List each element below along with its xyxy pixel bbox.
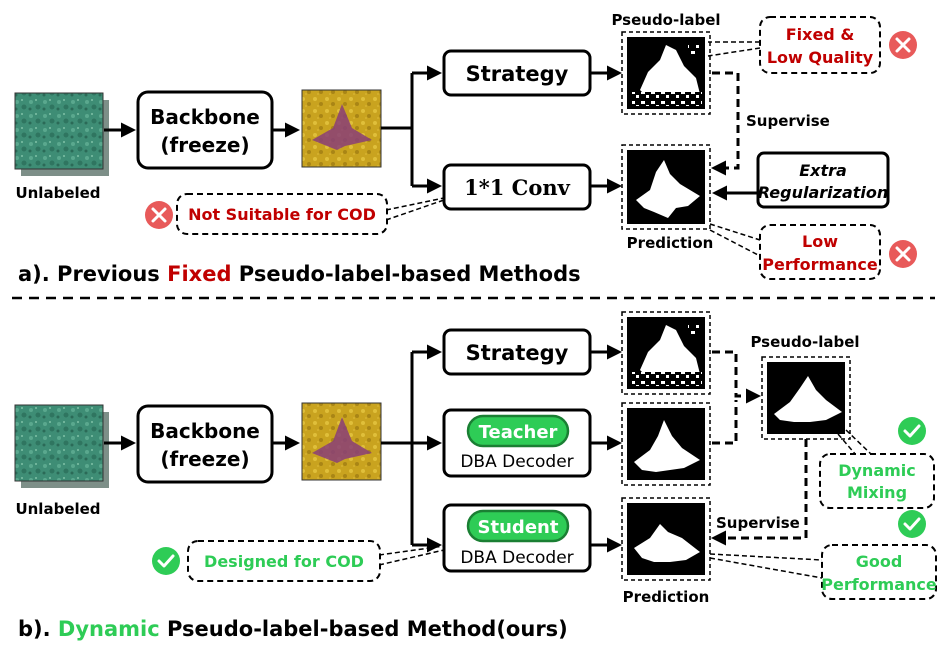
- note-fixed-line1-a: Fixed &: [786, 25, 855, 44]
- regularization-sublabel-a: Regularization: [758, 183, 889, 202]
- strategy-label-b: Strategy: [466, 341, 569, 365]
- teacher-decoder-label-b: DBA Decoder: [460, 452, 573, 472]
- input-image-a: [14, 92, 109, 176]
- section-a-title: a). Previous Fixed Pseudo-label-based Me…: [18, 262, 581, 286]
- input-label-b: Unlabeled: [15, 500, 100, 518]
- input-label-a: Unlabeled: [15, 184, 100, 202]
- student-tag-b: [466, 509, 570, 543]
- check-circle-icon: [152, 547, 180, 575]
- note-designed-cod-b: [187, 540, 381, 582]
- section-b-title: b). Dynamic Pseudo-label-based Method(ou…: [18, 617, 568, 641]
- callout-line-mixing-b: [845, 429, 873, 456]
- strategy-output-image-b: [621, 311, 711, 395]
- prediction-caption-a: Prediction: [627, 234, 714, 252]
- supervise-arrow-a: [711, 71, 740, 176]
- input-image-b: [14, 404, 109, 488]
- note-low-line2-a: Performance: [762, 255, 878, 274]
- check-circle-icon: [898, 510, 926, 538]
- teacher-tag-b: [466, 414, 570, 448]
- note-mixing-line1-b: Dynamic: [838, 461, 916, 480]
- check-circle-icon: [898, 417, 926, 445]
- pseudo-label-image-b: [761, 356, 851, 440]
- pseudo-label-image-a: [621, 31, 711, 115]
- supervise-arrow-b: [711, 439, 808, 546]
- note-low-performance-a: [759, 224, 881, 280]
- pseudo-label-caption-a: Pseudo-label: [611, 11, 720, 29]
- regularization-box-a: [756, 151, 890, 209]
- pseudo-label-caption-b: Pseudo-label: [750, 333, 859, 351]
- callout-line-cod-a: [385, 197, 445, 211]
- dashed-line-teacher-pseudo-b: [712, 400, 738, 445]
- note-dynamic-mixing-b: [819, 453, 935, 509]
- x-circle-icon: [889, 31, 917, 59]
- note-good-performance-b: [821, 544, 937, 600]
- conv-label-a: 1*1 Conv: [464, 175, 571, 200]
- backbone-label-a: Backbone: [150, 105, 260, 129]
- section-b: Unlabeled Backbone (freeze) Strategy Tea…: [14, 311, 937, 641]
- backbone-sublabel-b: (freeze): [160, 447, 249, 471]
- note-not-suitable-a: [176, 193, 388, 235]
- callout-line-good-b: [709, 553, 823, 561]
- feature-map-a: [301, 89, 382, 168]
- note-mixing-line2-b: Mixing: [847, 483, 907, 502]
- prediction-image-a: [621, 144, 711, 230]
- backbone-label-b: Backbone: [150, 419, 260, 443]
- x-circle-icon: [145, 201, 173, 229]
- feature-map-b: [301, 402, 382, 481]
- callout-line-low-a: [709, 223, 761, 241]
- note-fixed-line2-a: Low Quality: [767, 48, 874, 67]
- strategy-label-a: Strategy: [466, 62, 569, 86]
- teacher-output-image-b: [621, 402, 711, 486]
- supervise-label-b: Supervise: [716, 514, 800, 532]
- dashed-arrow-strategy-pseudo-b: [712, 350, 761, 404]
- supervise-label-a: Supervise: [746, 112, 830, 130]
- prediction-caption-b: Prediction: [623, 588, 710, 606]
- note-low-line1-a: Low: [802, 232, 838, 251]
- note-cod-b: Designed for COD: [204, 552, 364, 571]
- prediction-image-b: [621, 497, 711, 581]
- note-good-line2-b: Performance: [821, 575, 937, 594]
- section-a: Unlabeled Backbone (freeze) Strategy 1*1…: [14, 11, 917, 286]
- note-fixed-low-quality-a: [759, 16, 881, 74]
- student-decoder-label-b: DBA Decoder: [460, 548, 573, 568]
- callout-line-cod-b: [378, 545, 445, 556]
- note-good-line1-b: Good: [856, 552, 903, 571]
- note-cod-a: Not Suitable for COD: [188, 205, 376, 224]
- x-circle-icon: [889, 240, 917, 268]
- student-tag-label-b: Student: [478, 517, 559, 538]
- regularization-label-a: Extra: [799, 161, 847, 180]
- teacher-tag-label-b: Teacher: [479, 422, 558, 443]
- backbone-sublabel-a: (freeze): [160, 133, 249, 157]
